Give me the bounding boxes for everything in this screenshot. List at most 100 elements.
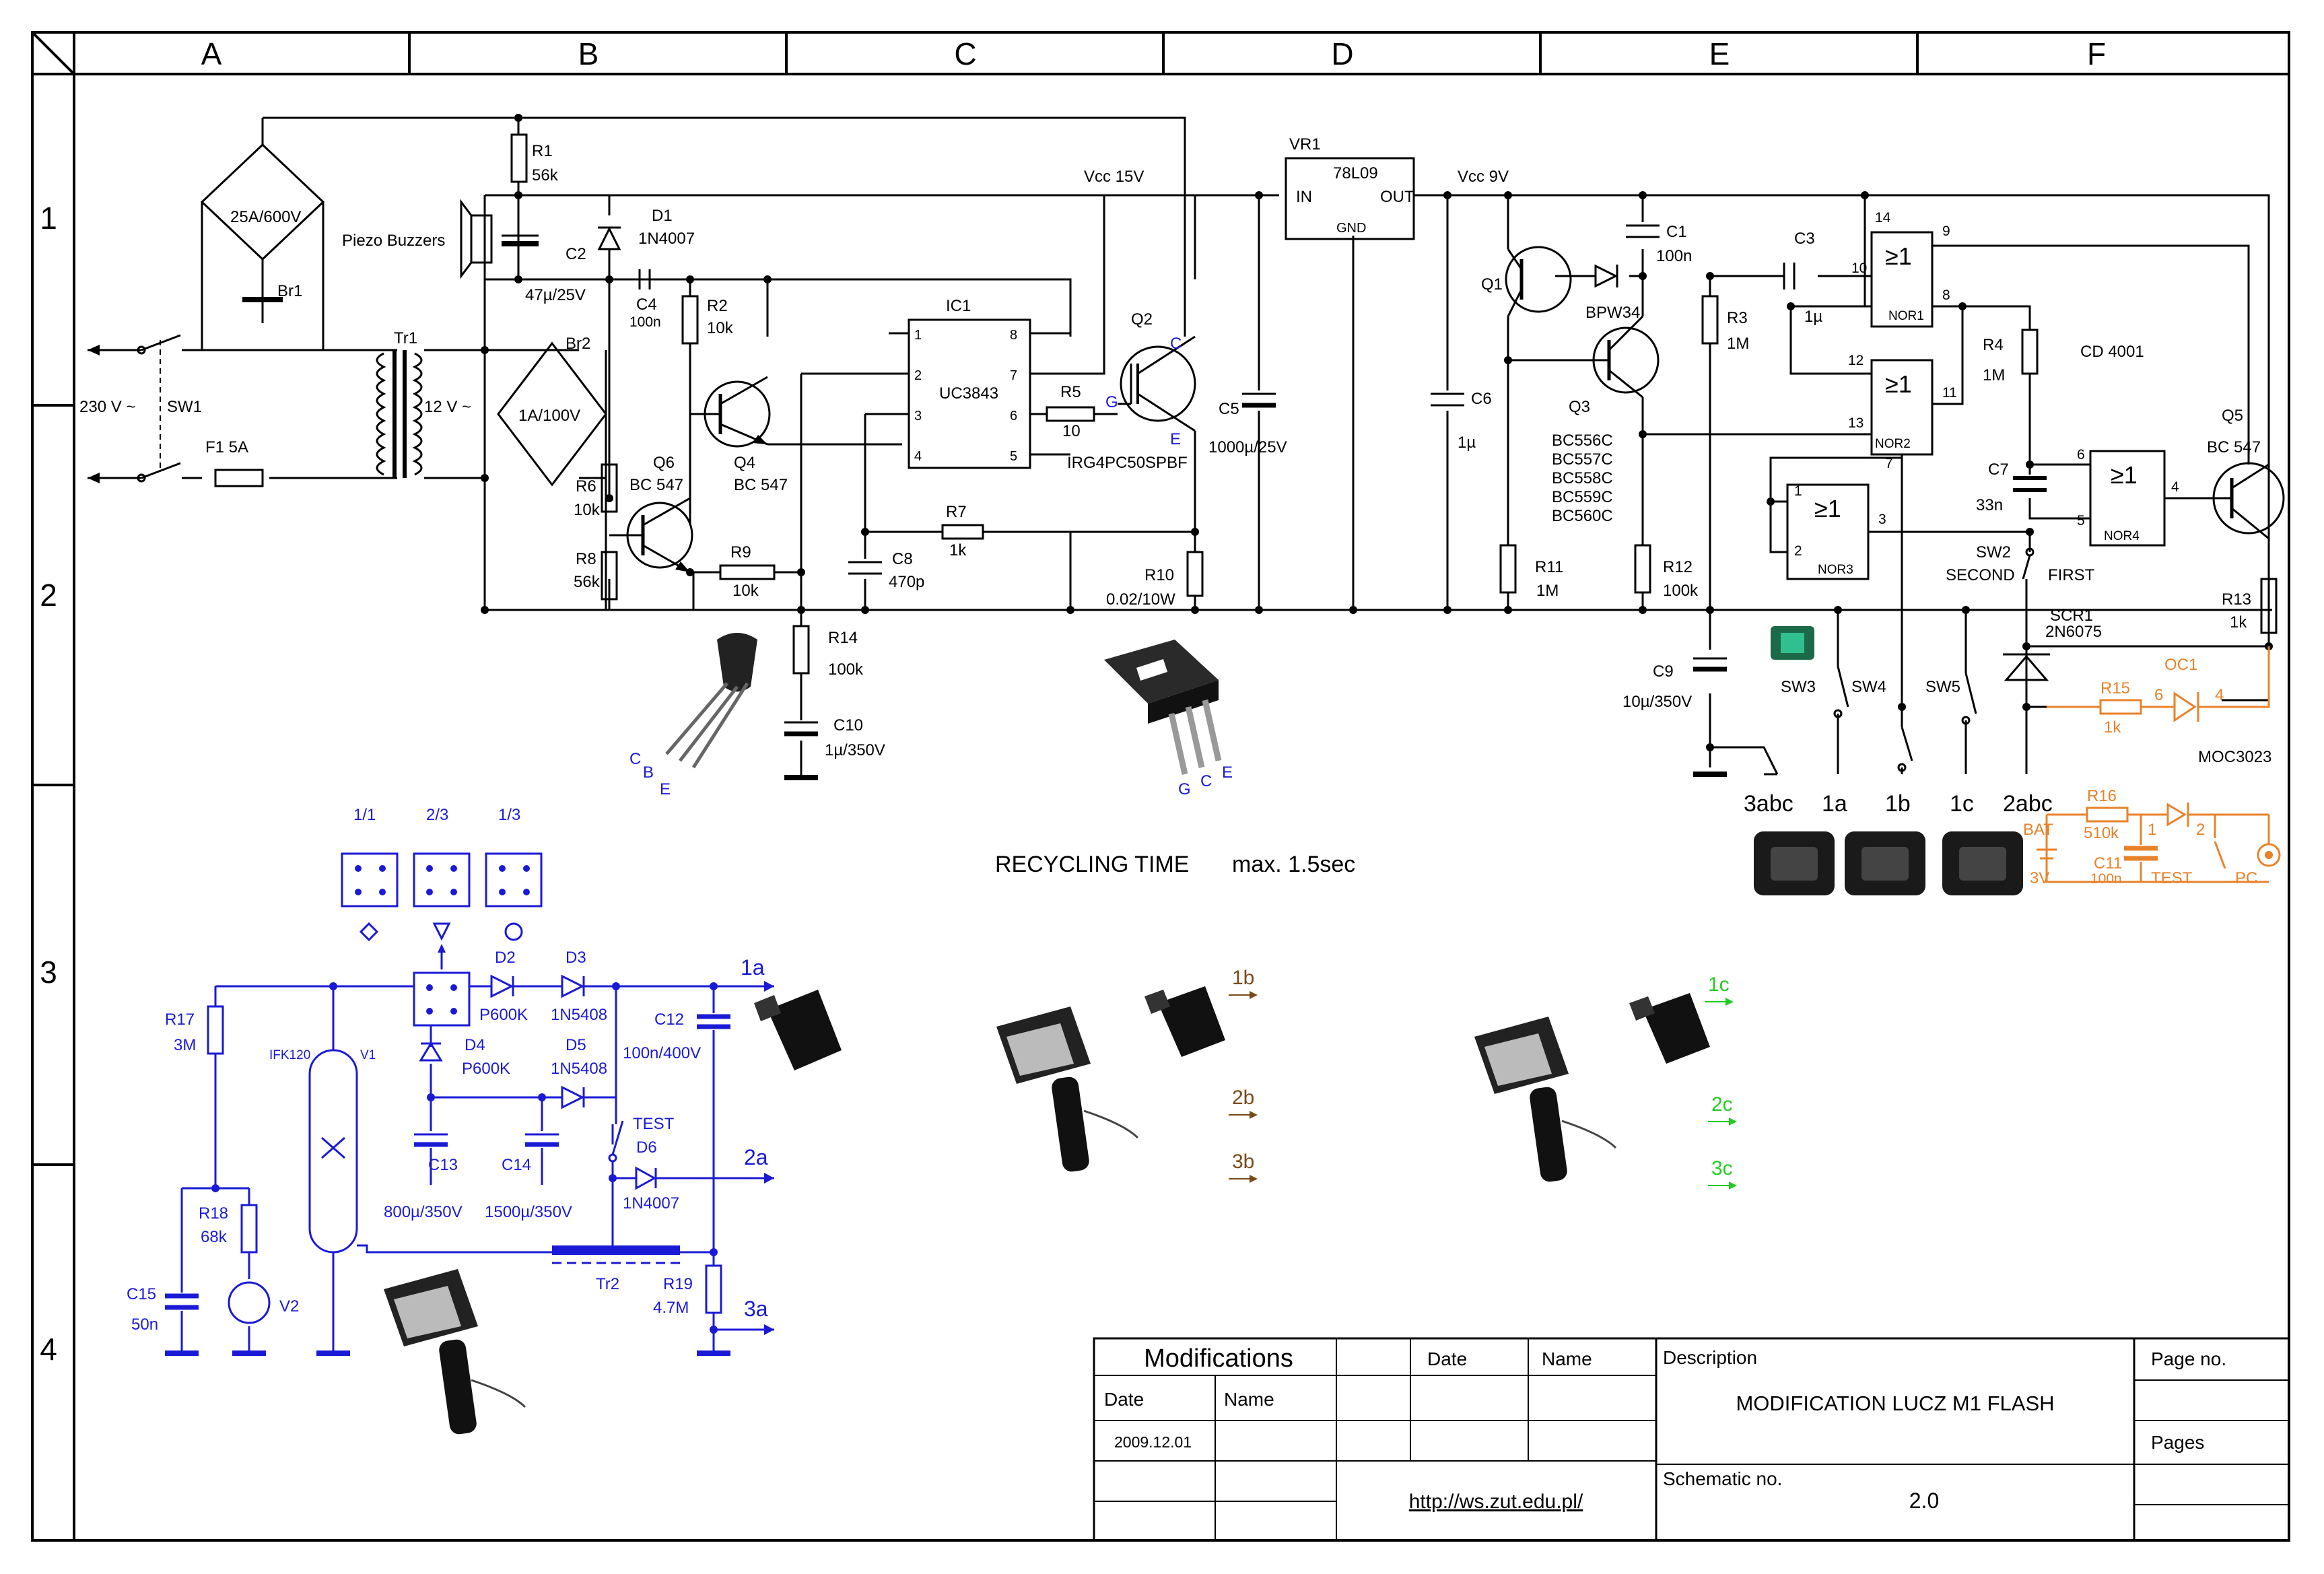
nor-pin-7: 7: [1885, 456, 1893, 471]
label-c9-value: 10µ/350V: [1622, 693, 1692, 711]
label-c2-value: 47µ/25V: [525, 286, 586, 304]
output-label-1c: 1c: [1708, 973, 1730, 996]
q2-pin-e: E: [1170, 430, 1181, 448]
label-r14: R14: [828, 629, 858, 647]
label-d3: D3: [566, 949, 586, 967]
nor-pin-14: 14: [1875, 210, 1891, 226]
nor1-symbol: ≥1: [1885, 242, 1912, 270]
label-r10-value: 0.02/10W: [1106, 590, 1175, 609]
label-br1: Br1: [277, 282, 302, 300]
label-r16: R16: [2087, 787, 2117, 805]
column-label-b: B: [578, 36, 599, 71]
label-sw2: SW2: [1976, 543, 2011, 561]
socket-terminals: 3abc 1a 1b 1c 2abc: [1744, 773, 2053, 817]
recycling-time-value: max. 1.5sec: [1232, 852, 1355, 877]
flash-unit-picture-a: [996, 1006, 1139, 1172]
optocoupler-circuit: R15 1k OC1 6 4: [2047, 646, 2270, 737]
main-wiring: [88, 116, 2272, 778]
label-c2: C2: [566, 245, 586, 263]
label-r11: R11: [1535, 558, 1563, 576]
recycling-time-label: RECYCLING TIME: [995, 852, 1189, 877]
ic1-pin-3: 3: [914, 409, 922, 423]
flash-head-circuit: 1/1 2/3 1/3 D2 P600K D3 1N5408 D4 P600K …: [127, 806, 774, 1356]
label-r6: R6: [576, 477, 596, 495]
label-q3-part-d: BC559C: [1552, 488, 1613, 506]
title-block-description-label: Description: [1663, 1347, 1757, 1368]
mode-button-1-3[interactable]: [485, 852, 543, 908]
nor2-symbol: ≥1: [1885, 370, 1912, 398]
output-arrows-b: 1b 2b 3b: [1229, 967, 1258, 1183]
title-block-schematic-no-label: Schematic no.: [1663, 1468, 1782, 1489]
ic1-pin-1: 1: [914, 328, 922, 343]
label-oc1: OC1: [2164, 656, 2197, 674]
q2-pin-g: G: [1105, 393, 1118, 411]
label-moc3023: MOC3023: [2198, 748, 2271, 766]
label-nor4: NOR4: [2104, 529, 2140, 543]
label-f1: F1 5A: [205, 438, 248, 456]
label-q6-value: BC 547: [629, 476, 683, 494]
label-r15-value: 1k: [2104, 718, 2121, 737]
label-r7-value: 1k: [949, 541, 967, 559]
nor-pin-5: 5: [2077, 513, 2085, 528]
q2-pin-c: C: [1170, 335, 1182, 353]
title-block-url-link[interactable]: http://ws.zut.edu.pl/: [1409, 1491, 1583, 1513]
label-r16-value: 510k: [2084, 824, 2119, 842]
bc547-pin-e: E: [660, 780, 671, 798]
label-r18: R18: [199, 1204, 228, 1223]
igbt-pin-g: G: [1178, 780, 1191, 798]
component-symbols: [88, 114, 2285, 780]
nor-pin-11: 11: [1942, 385, 1957, 401]
label-q2: Q2: [1131, 310, 1153, 329]
label-sw1: SW1: [167, 398, 202, 416]
label-nor1: NOR1: [1888, 309, 1924, 323]
mode-button-1-1[interactable]: [341, 852, 399, 908]
ic1-pin-2: 2: [914, 368, 922, 383]
nor-pin-3: 3: [1878, 512, 1886, 527]
label-d3-value: 1N5408: [551, 1006, 607, 1024]
column-label-f: F: [2087, 36, 2106, 71]
label-c6-value: 1µ: [1458, 434, 1476, 452]
nor4-symbol: ≥1: [2111, 461, 2138, 489]
label-r11-value: 1M: [1536, 582, 1559, 600]
output-label-2c: 2c: [1711, 1093, 1733, 1116]
label-pc-socket: PC: [2235, 869, 2257, 887]
component-labels: R1 56k Piezo Buzzers C2 47µ/25V D1 1N400…: [79, 135, 2271, 766]
label-br2-value: 1A/100V: [518, 407, 580, 425]
label-sw4: SW4: [1851, 678, 1886, 696]
label-sw3: SW3: [1781, 678, 1816, 696]
label-r12-value: 100k: [1663, 582, 1699, 600]
column-label-a: A: [201, 36, 222, 71]
row-label-2: 2: [40, 578, 57, 613]
row-label-4: 4: [40, 1332, 57, 1367]
nor-pin-1: 1: [1794, 483, 1802, 499]
label-c10-value: 1µ/350V: [825, 741, 885, 759]
label-d6-value: 1N4007: [623, 1194, 679, 1212]
label-q1: Q1: [1481, 275, 1503, 294]
label-r4-value: 1M: [1983, 366, 2005, 384]
title-block-description: MODIFICATION LUCZ M1 FLASH: [1736, 1392, 2054, 1415]
nor1-body: [1870, 231, 1934, 328]
label-br2: Br2: [566, 335, 590, 353]
ic1-pin-6: 6: [1010, 409, 1017, 423]
label-q3-part-b: BC557C: [1552, 450, 1613, 469]
label-c7-value: 33n: [1976, 496, 2003, 514]
label-r10: R10: [1144, 566, 1174, 584]
label-c14: C14: [502, 1156, 531, 1174]
label-r15: R15: [2100, 679, 2130, 697]
mode-label-1-1: 1/1: [353, 806, 376, 824]
socket-label-1c: 1c: [1950, 791, 1974, 817]
igbt-pin-e: E: [1222, 763, 1233, 782]
label-vr1-in: IN: [1296, 188, 1312, 206]
label-q4-value: BC 547: [734, 476, 788, 494]
title-block-schematic-no: 2.0: [1909, 1489, 1939, 1513]
label-q3-part-c: BC558C: [1552, 469, 1613, 487]
socket-label-1a: 1a: [1822, 791, 1847, 817]
column-label-d: D: [1331, 36, 1353, 71]
mode-button-2-3[interactable]: [413, 852, 471, 908]
label-r12: R12: [1663, 558, 1693, 576]
label-vcc15: Vcc 15V: [1084, 168, 1144, 186]
label-r19: R19: [663, 1275, 693, 1293]
label-d1-value: 1N4007: [638, 230, 695, 248]
label-vr1-out: OUT: [1380, 188, 1414, 206]
